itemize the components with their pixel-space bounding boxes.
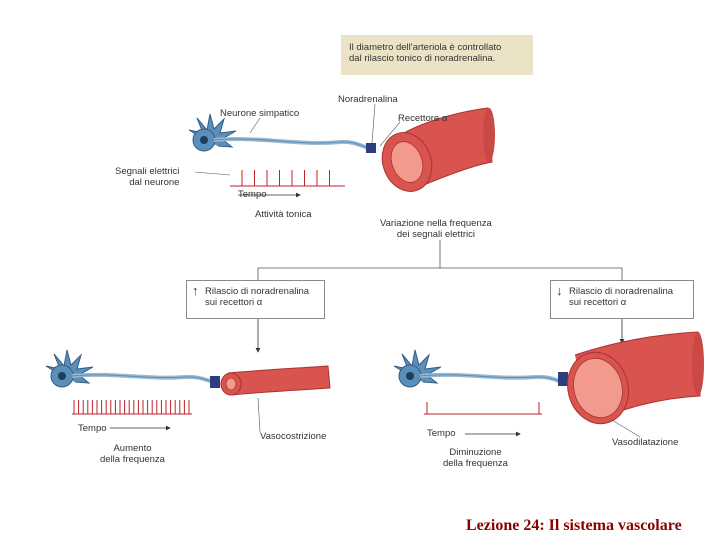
top-note-line2: dal rilascio tonico di noradrenalina. — [349, 53, 496, 64]
label-tempo-right: Tempo — [427, 428, 456, 439]
label-variazione-line1: Variazione nella frequenza — [380, 218, 492, 229]
vessel-top — [381, 107, 495, 192]
label-diminuzione-line1: Diminuzione — [449, 447, 502, 458]
spike-train-right — [424, 402, 542, 415]
arrow-up-icon: ↑ — [192, 283, 199, 298]
spike-train-top — [230, 170, 345, 187]
box-release-increase-line2: sui recettori α — [205, 297, 263, 308]
box-release-decrease-line2: sui recettori α — [569, 297, 627, 308]
label-variazione: Variazione nella frequenza dei segnali e… — [380, 218, 492, 240]
neuron-right — [393, 349, 568, 388]
label-diminuzione: Diminuzione della frequenza — [443, 447, 508, 469]
box-release-increase-line1: Rilascio di noradrenalina — [205, 286, 310, 297]
box-release-increase: ↑ Rilascio di noradrenalina sui recettor… — [186, 280, 325, 319]
label-noradrenalina: Noradrenalina — [338, 94, 398, 105]
label-segnali-line2: dal neurone — [129, 177, 180, 188]
label-neurone-simpatico: Neurone simpatico — [220, 108, 300, 119]
label-aumento-line2: della frequenza — [100, 454, 165, 465]
label-aumento-line1: Aumento — [113, 443, 152, 454]
footer-title: Lezione 24: Il sistema vascolare — [466, 517, 682, 534]
arrow-down-icon: ↓ — [556, 283, 563, 298]
label-variazione-line2: dei segnali elettrici — [396, 229, 475, 240]
label-segnali: Segnali elettrici dal neurone — [115, 166, 179, 188]
neuron-left — [45, 349, 220, 388]
spike-train-left — [72, 400, 192, 415]
vessel-right — [567, 331, 704, 425]
label-tempo-top: Tempo — [238, 189, 267, 200]
top-note-line1: Il diametro dell'arteriola è controllato — [349, 42, 502, 53]
vessel-left — [220, 365, 331, 396]
label-attivita-tonica: Attività tonica — [255, 209, 312, 220]
label-aumento: Aumento della frequenza — [100, 443, 165, 465]
label-tempo-left: Tempo — [78, 423, 107, 434]
box-release-decrease-line1: Rilascio di noradrenalina — [569, 286, 674, 297]
label-diminuzione-line2: della frequenza — [443, 458, 508, 469]
box-release-decrease: ↓ Rilascio di noradrenalina sui recettor… — [550, 280, 694, 319]
label-vasodilatazione: Vasodilatazione — [612, 437, 679, 448]
top-note: Il diametro dell'arteriola è controllato… — [341, 35, 533, 75]
label-segnali-line1: Segnali elettrici — [115, 166, 180, 177]
label-recettore: Recettore α — [398, 113, 448, 124]
neuron-top — [188, 113, 376, 153]
label-vasocostrizione: Vasocostrizione — [260, 431, 327, 442]
